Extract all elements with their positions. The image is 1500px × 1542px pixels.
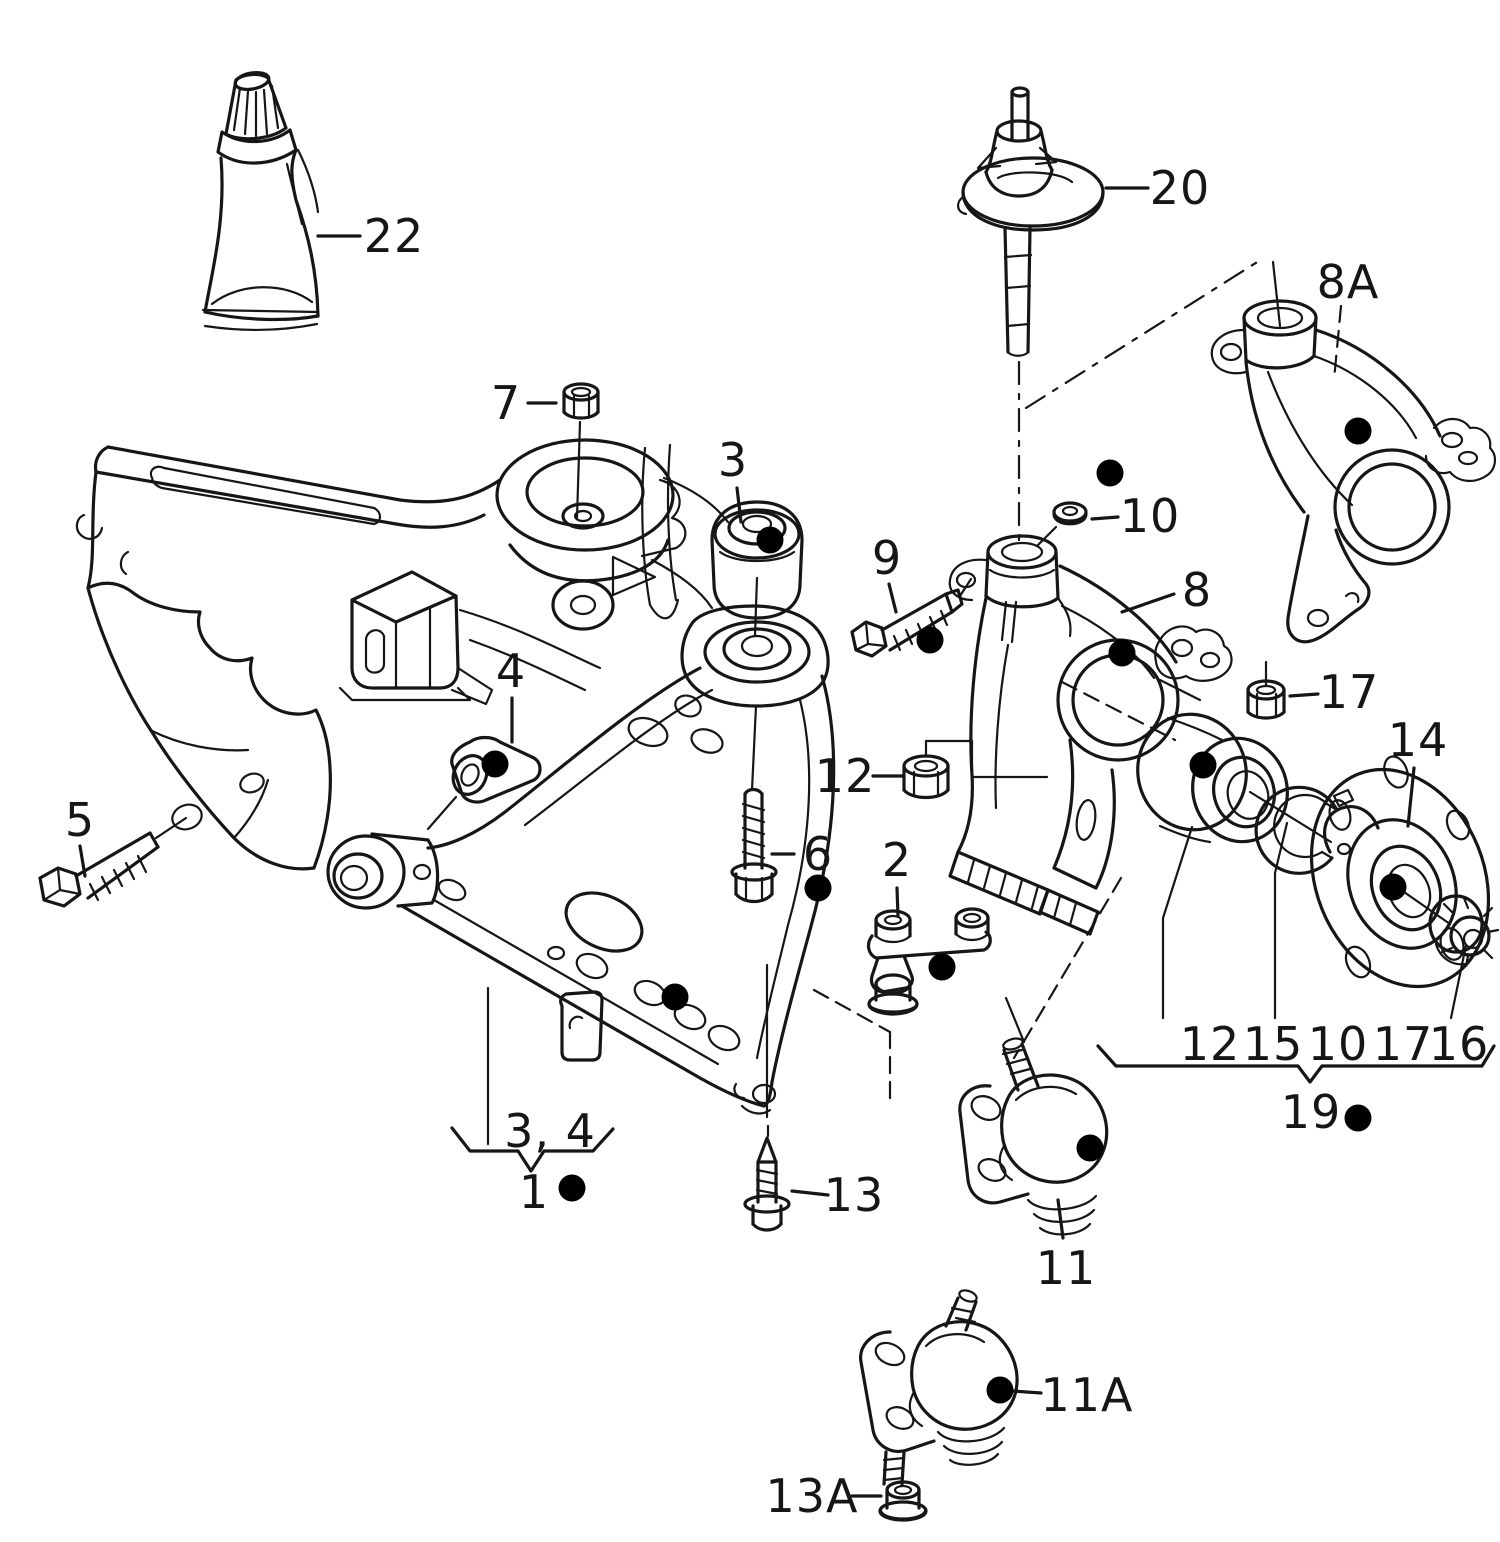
screw-6 [730, 704, 778, 904]
bolt-9 [850, 577, 973, 658]
part-label-3: 3 [717, 433, 749, 487]
control-arm [326, 604, 836, 1115]
part-label-9: 9 [871, 531, 903, 585]
part-label-13: 13 [823, 1168, 885, 1222]
lock-plate-2 [866, 907, 992, 1016]
bushing-3 [710, 500, 804, 638]
part-label-5: 5 [64, 793, 96, 847]
part-label-2: 2 [881, 833, 913, 887]
part-label-1: 1 [518, 1165, 550, 1219]
part-label-19: 19 [1280, 1085, 1342, 1139]
part-label-14: 14 [1387, 713, 1449, 767]
ball-joint-11a [859, 1289, 1019, 1486]
note-dot [804, 874, 832, 902]
part-label-11: 11 [1035, 1241, 1097, 1295]
part-label-8A: 8A [1316, 255, 1380, 309]
note-dot [661, 983, 689, 1011]
note-dot [1379, 873, 1407, 901]
part-label-16: 16 [1428, 1017, 1490, 1071]
construction-lines [812, 257, 1452, 1100]
part-label-7: 7 [490, 376, 522, 430]
nut-7 [562, 382, 600, 520]
screw-13 [743, 963, 791, 1232]
knuckle-8a [1210, 299, 1496, 644]
part-label-10: 10 [1307, 1017, 1369, 1071]
note-dot [1344, 1104, 1372, 1132]
note-dot [928, 953, 956, 981]
part-label-8: 8 [1181, 563, 1213, 617]
part-label-6: 6 [802, 827, 834, 881]
note-dot [1189, 751, 1217, 779]
group-brackets [450, 986, 1496, 1173]
note-dot [1344, 417, 1372, 445]
wheel-hub [1309, 755, 1491, 989]
nut-13a [878, 1480, 928, 1522]
grease-tube [201, 70, 320, 332]
wheel-bearing [1136, 712, 1289, 844]
part-label-10: 10 [1119, 489, 1181, 543]
axle-nut [1428, 894, 1500, 968]
part-label-17: 17 [1318, 665, 1380, 719]
part-label-4: 4 [495, 644, 527, 698]
strut [957, 86, 1105, 357]
part-label-20: 20 [1149, 161, 1211, 215]
part-label-12: 12 [1179, 1017, 1241, 1071]
note-dot [481, 750, 509, 778]
note-dot [1096, 459, 1124, 487]
part-label-12: 12 [814, 749, 876, 803]
note-dot [1076, 1134, 1104, 1162]
note-dot [916, 626, 944, 654]
part-label-13A: 13A [765, 1469, 859, 1523]
bolt-5 [38, 816, 188, 908]
snap-ring [1254, 785, 1355, 875]
note-dot [1108, 639, 1136, 667]
part-label-22: 22 [363, 209, 425, 263]
subframe [75, 438, 730, 871]
ball-joint-11 [958, 996, 1109, 1236]
note-dot [986, 1376, 1014, 1404]
nut-12 [902, 739, 1049, 800]
part-label-15: 15 [1242, 1017, 1304, 1071]
part-label-11A: 11A [1040, 1368, 1134, 1422]
note-dot [558, 1174, 586, 1202]
nut-10 [1035, 501, 1088, 548]
part-label-3-4: 3, 4 [504, 1104, 596, 1158]
note-dot [756, 526, 784, 554]
leader-lines [78, 186, 1468, 1498]
nut-17 [1246, 660, 1286, 720]
part-label-17: 17 [1372, 1017, 1434, 1071]
sleeve-4 [426, 735, 542, 831]
